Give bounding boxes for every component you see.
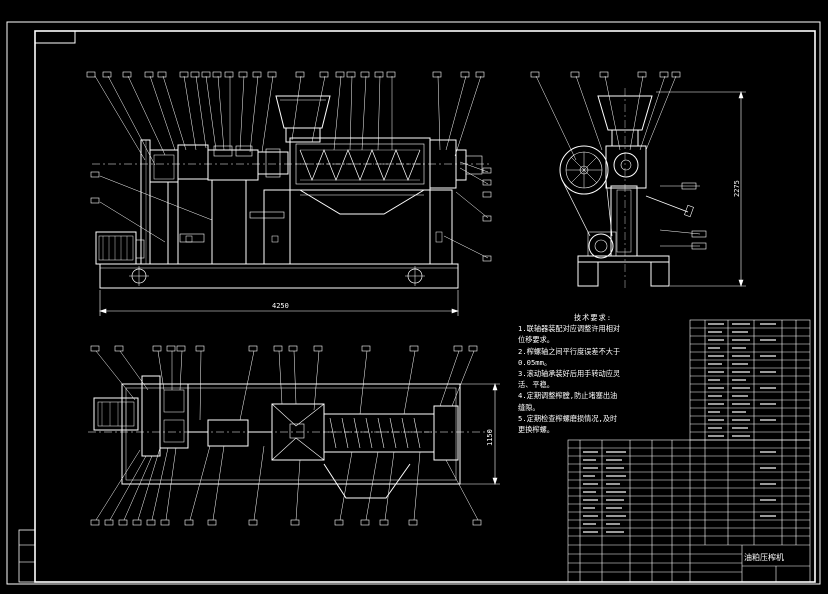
note-line: 缝隙。 bbox=[518, 402, 540, 412]
technical-notes: 技术要求: 1.联轴器装配对应调整许用相对 位移要求。 2.榨螺轴之间平行度误差… bbox=[518, 312, 668, 435]
side-height-dimension bbox=[656, 91, 746, 287]
side-view bbox=[559, 88, 694, 290]
front-view-leaders bbox=[94, 75, 489, 259]
note-line: 3.滚动轴承装好后用手转动应灵 bbox=[518, 369, 621, 379]
parts-list-lower bbox=[567, 439, 811, 583]
front-length-dimension bbox=[99, 290, 459, 316]
technical-notes-title: 技术要求: bbox=[573, 313, 613, 322]
note-line: 4.定期调整榨膛,防止堵塞出油 bbox=[518, 391, 618, 401]
parts-list-upper bbox=[689, 319, 811, 441]
parts-list-marks bbox=[583, 323, 776, 533]
plan-view bbox=[88, 375, 490, 499]
plan-width-label: 1150 bbox=[486, 429, 494, 446]
note-line: 0.05mm。 bbox=[518, 357, 552, 367]
note-line: 活、平稳。 bbox=[518, 380, 554, 390]
front-length-label: 4250 bbox=[272, 302, 289, 310]
title-block-name: 油粕压榨机 bbox=[744, 552, 784, 562]
note-line: 位移要求。 bbox=[518, 335, 554, 345]
plan-view-tags bbox=[90, 345, 482, 526]
drawing-frame bbox=[6, 21, 821, 585]
front-view bbox=[92, 95, 492, 289]
front-view-tags bbox=[86, 71, 492, 262]
note-line: 2.榨螺轴之间平行度误差不大于 bbox=[518, 346, 621, 356]
note-line: 5.定期检查榨螺磨损情况,及时 bbox=[518, 413, 618, 423]
plan-view-leaders bbox=[95, 350, 479, 521]
side-height-label: 2275 bbox=[733, 180, 741, 197]
side-view-leaders bbox=[535, 75, 701, 247]
side-view-tags bbox=[530, 71, 707, 250]
note-line: 1.联轴器装配对应调整许用相对 bbox=[518, 324, 621, 334]
note-line: 更换榨螺。 bbox=[518, 425, 554, 435]
plan-width-dimension bbox=[460, 383, 500, 485]
